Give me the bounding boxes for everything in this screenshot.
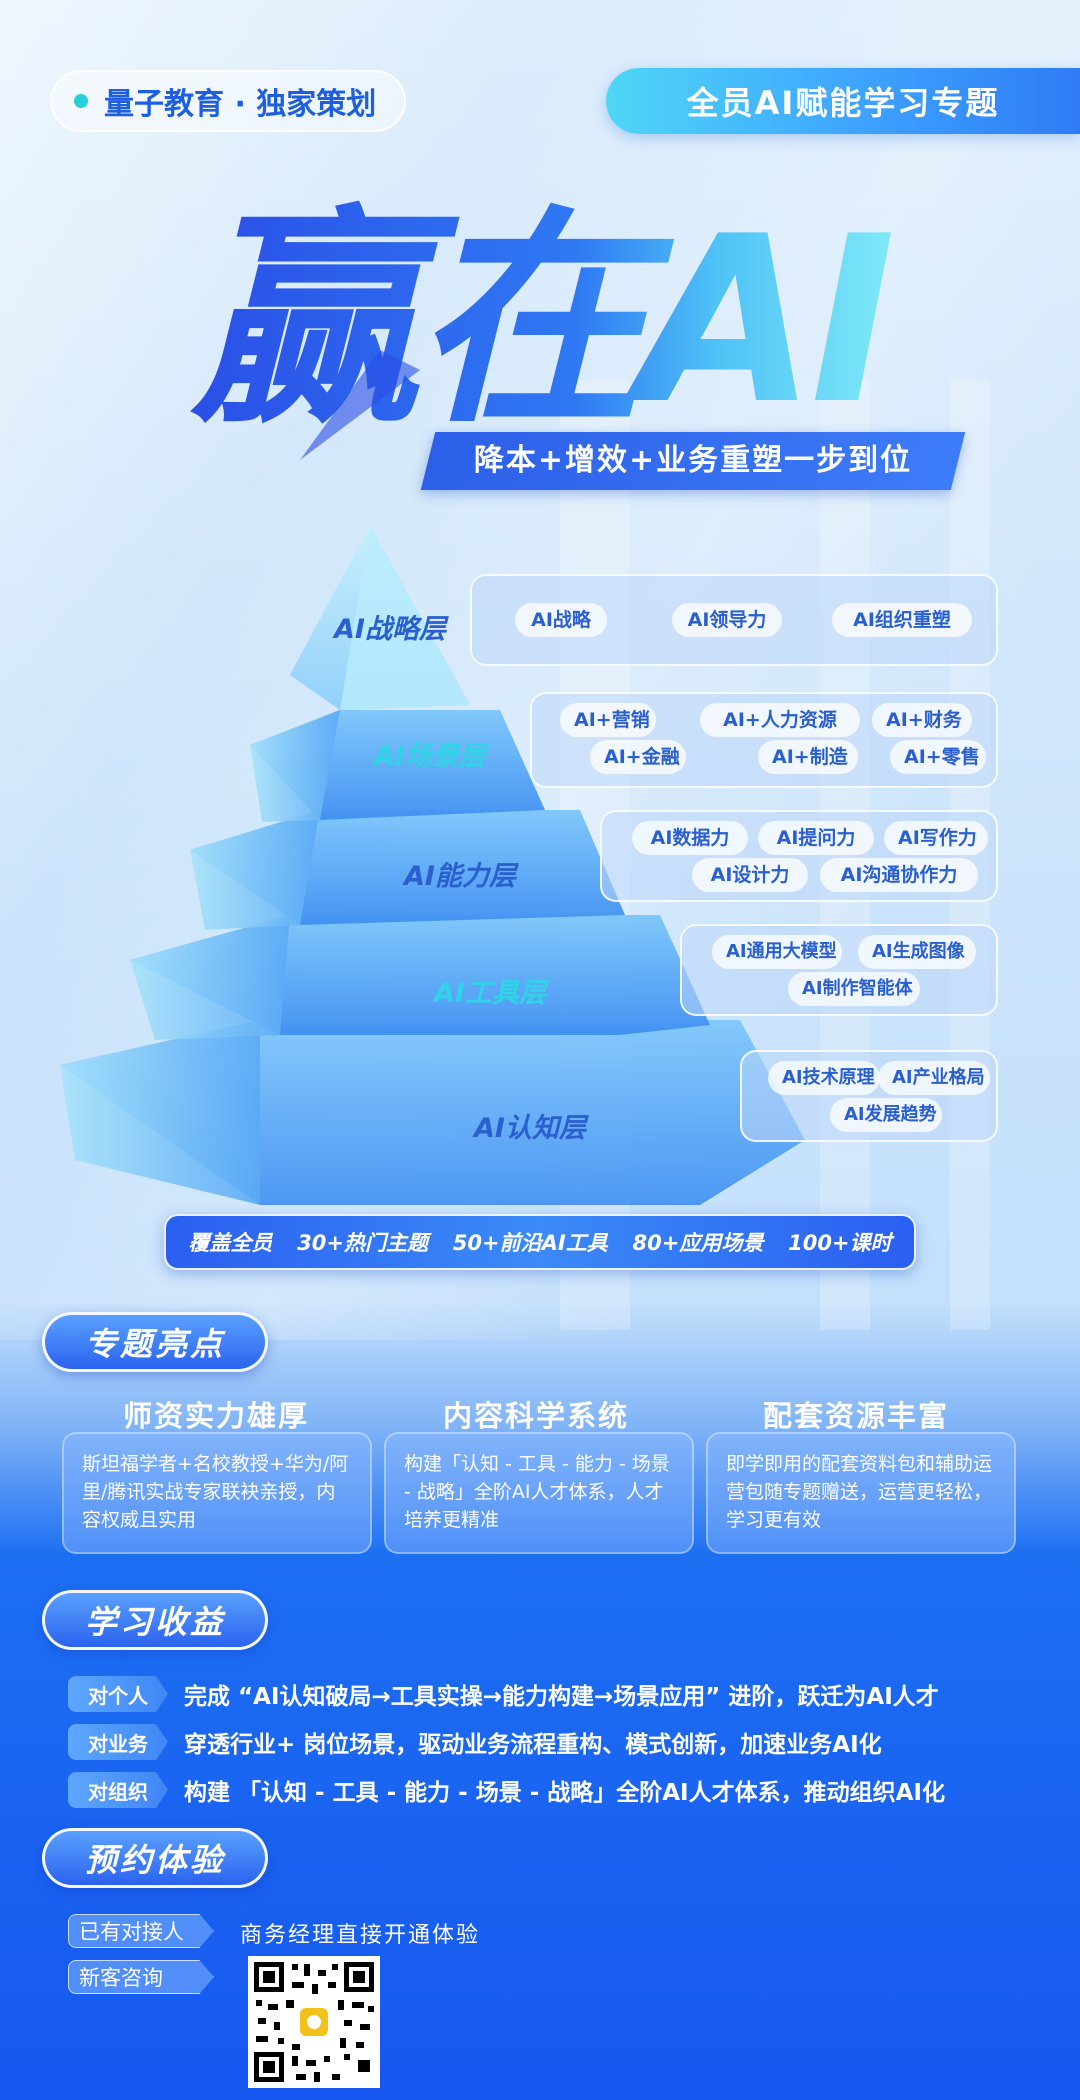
section-heading-highlights: 专题亮点: [42, 1312, 268, 1372]
stat-item: 100+课时: [788, 1231, 892, 1255]
topic-tag: AI领导力: [672, 603, 782, 637]
hero-subtitle: 降本+增效+业务重塑一步到位: [420, 432, 966, 490]
topic-tag: AI沟通协作力: [820, 858, 978, 892]
highlight-card: 构建「认知 - 工具 - 能力 - 场景 - 战略」全阶AI人才体系，人才培养更…: [384, 1432, 694, 1554]
gain-row: 对业务 穿透行业+ 岗位场景，驱动业务流程重构、模式创新，加速业务AI化: [68, 1724, 882, 1760]
topic-tag: AI通用大模型: [712, 935, 842, 969]
topic-tag: AI数据力: [632, 821, 748, 855]
level-label: AI场景层: [372, 741, 489, 772]
brand-text: 量子教育 · 独家策划: [104, 87, 377, 122]
gain-text: 构建 「认知 - 工具 - 能力 - 场景 - 战略」全阶AI人才体系，推动组织…: [184, 1780, 945, 1806]
topic-tag: AI战略: [515, 603, 607, 637]
topic-tag: AI+营销: [560, 703, 656, 737]
gain-tag: 对组织: [68, 1772, 168, 1808]
topic-tag: AI技术原理: [768, 1061, 880, 1095]
topic-tag: AI+金融: [590, 740, 686, 774]
gain-text: 穿透行业+ 岗位场景，驱动业务流程重构、模式创新，加速业务AI化: [184, 1732, 882, 1758]
topic-tag: AI+财务: [872, 703, 972, 737]
gain-row: 对个人 完成 “AI认知破局→工具实操→能力构建→场景应用” 进阶，跃迁为AI人…: [68, 1676, 939, 1712]
stats-strip: 覆盖全员 30+热门主题 50+前沿AI工具 80+应用场景 100+课时: [164, 1214, 916, 1270]
highlight-card: 即学即用的配套资料包和辅助运营包随专题赠送，运营更轻松，学习更有效: [706, 1432, 1016, 1554]
topic-tag: AI组织重塑: [832, 603, 972, 637]
topic-tag: AI生成图像: [858, 935, 976, 969]
existing-client-text: 商务经理直接开通体验: [240, 1923, 481, 1948]
stat-item: 覆盖全员: [188, 1231, 273, 1255]
level-label: AI工具层: [432, 978, 549, 1009]
topic-tag: AI+制造: [758, 740, 858, 774]
level-label: AI能力层: [402, 861, 519, 892]
dot-icon: [74, 94, 88, 108]
highlight-title: 内容科学系统: [442, 1399, 629, 1433]
topic-banner: 全员AI赋能学习专题: [606, 68, 1080, 134]
stat-item: 80+应用场景: [632, 1231, 764, 1255]
hero-subtitle-text: 降本+增效+业务重塑一步到位: [473, 443, 913, 478]
hero-title-text: 赢在AI: [189, 188, 891, 455]
topic-tag: AI+零售: [890, 740, 986, 774]
section-heading-booking: 预约体验: [42, 1828, 268, 1888]
gain-row: 对组织 构建 「认知 - 工具 - 能力 - 场景 - 战略」全阶AI人才体系，…: [68, 1772, 945, 1808]
topic-tag: AI制作智能体: [788, 972, 920, 1006]
brand-badge: 量子教育 · 独家策划: [50, 70, 406, 132]
highlight-title: 师资实力雄厚: [122, 1399, 309, 1433]
topic-tag: AI产业格局: [878, 1061, 990, 1095]
gain-tag: 对个人: [68, 1676, 168, 1712]
hero-title: 赢在AI: [0, 160, 1080, 500]
level-label: AI认知层: [472, 1113, 589, 1144]
highlight-card: 斯坦福学者+名校教授+华为/阿里/腾讯实战专家联袂亲授，内容权威且实用: [62, 1432, 372, 1554]
topic-tag: AI提问力: [758, 821, 874, 855]
topic-tag: AI+人力资源: [700, 703, 860, 737]
pyramid: AI战略层 AI场景层 AI能力层 AI工具层 AI认知层: [60, 525, 805, 1205]
level-label: AI战略层: [332, 614, 449, 645]
gain-text: 完成 “AI认知破局→工具实操→能力构建→场景应用” 进阶，跃迁为AI人才: [184, 1684, 939, 1710]
qr-code-icon: [254, 1962, 374, 2082]
gain-tag: 对业务: [68, 1724, 168, 1760]
topic-tag: AI写作力: [884, 821, 988, 855]
topic-tag: AI发展趋势: [830, 1098, 942, 1132]
section-heading-gains: 学习收益: [42, 1590, 268, 1650]
topic-tag: AI设计力: [692, 858, 808, 892]
stat-item: 50+前沿AI工具: [452, 1231, 608, 1255]
qr-code[interactable]: [248, 1956, 380, 2088]
highlight-title: 配套资源丰富: [762, 1399, 949, 1433]
existing-client-tag: 已有对接人: [68, 1914, 214, 1948]
stat-item: 30+热门主题: [297, 1231, 429, 1255]
new-client-tag: 新客咨询: [68, 1960, 214, 1994]
